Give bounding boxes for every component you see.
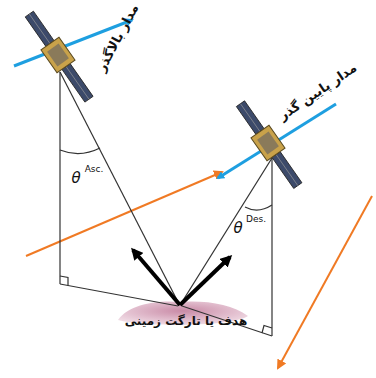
geometry-lines [60, 72, 272, 336]
ground-track [278, 196, 372, 368]
angle-symbol: θ [71, 170, 80, 187]
angle-superscript: Asc. [85, 165, 104, 175]
angle-symbol: θ [233, 220, 242, 237]
orbit-direction [218, 104, 336, 178]
satellite [20, 8, 98, 106]
orbit-label: مدار بالاگذر [94, 2, 141, 74]
look-vector [180, 257, 230, 305]
ground-track [26, 172, 222, 256]
angle-superscript: Des. [246, 215, 266, 225]
target-label: هدف یا تارگت زمینی [125, 315, 248, 328]
look-vector [133, 250, 180, 305]
